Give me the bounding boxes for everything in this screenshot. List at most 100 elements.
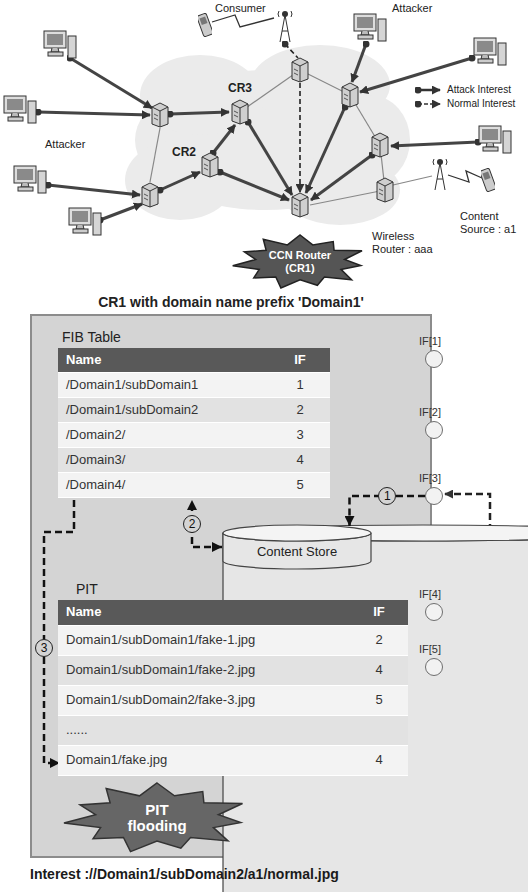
computer-icon (354, 14, 386, 41)
router-icon (377, 178, 393, 202)
callout-number: 1 (378, 487, 396, 505)
burst-shape (233, 235, 362, 288)
router-star: CCN Router (CR1) (231, 234, 369, 290)
interface-port: IF[1] (425, 350, 443, 368)
plain-link (393, 176, 432, 185)
node-text: IF[1] (419, 335, 441, 348)
attack-interest-link (70, 58, 152, 108)
node-text: IF[3] (419, 472, 441, 485)
device-label: Consumer (215, 2, 266, 15)
table-cell: 3 (270, 423, 330, 448)
attack-interest-link (213, 125, 235, 153)
table-cell: 5 (350, 686, 408, 716)
node-text: IF[4] (419, 588, 441, 601)
burst-shape (64, 783, 243, 852)
attack-interest-link (311, 155, 372, 200)
router-icon (342, 83, 358, 107)
table-cell: Domain1/subDomain1/fake-1.jpg (58, 626, 350, 656)
node-text: IF[5] (419, 643, 441, 656)
table-cell: /Domain2/ (58, 423, 270, 448)
content-store: Content Store (222, 524, 372, 570)
attack-interest-link (100, 204, 142, 220)
network-cloud (140, 55, 260, 135)
antenna-tower (433, 159, 447, 190)
table-cell: IF (350, 600, 408, 626)
interface-port: IF[3] (425, 487, 443, 505)
network-cloud (330, 95, 410, 185)
device-label: Attacker (392, 2, 432, 15)
table-cell: 4 (350, 656, 408, 686)
plain-link (150, 70, 432, 205)
legend-sample (415, 85, 443, 95)
plain-link (150, 128, 160, 182)
node-text: FIB Table (60, 329, 121, 345)
computer-icon (474, 38, 506, 65)
cylinder-top (223, 525, 528, 541)
table-cell: /Domain1/subDomain1 (58, 373, 270, 398)
node-text: PIT (60, 581, 98, 597)
network-cloud (125, 45, 410, 225)
cylinder-top (223, 525, 371, 541)
table-cell: Domain1/subDomain2/fake-3.jpg (58, 686, 350, 716)
node-text: PIT flooding (117, 802, 197, 835)
computer-icon (479, 126, 511, 153)
router-icon (292, 193, 308, 217)
table-cell: 4 (350, 746, 408, 776)
wireless-signal (212, 15, 482, 182)
device-label: Wireless Router : aaa (372, 230, 438, 255)
device-label: Content Source : a1 (460, 210, 524, 235)
mobile-device (197, 13, 214, 37)
callout-number: 2 (183, 515, 201, 533)
computer-icon (69, 208, 101, 235)
node-text: IF[2] (419, 406, 441, 419)
mobile-device (480, 168, 497, 192)
antenna-tower (278, 11, 292, 42)
table-cell: /Domain4/ (58, 473, 270, 498)
table-cell: Domain1/subDomain1/fake-2.jpg (58, 656, 350, 686)
router-icon (202, 153, 218, 177)
attack-interest-link (170, 112, 229, 114)
computer-icon (14, 166, 46, 193)
table-cell: 4 (270, 448, 330, 473)
attack-interest-link (160, 172, 200, 190)
attack-interest-link (391, 142, 478, 146)
normal-interest-link (299, 83, 301, 192)
network-cloud (125, 140, 235, 220)
interface-port: IF[4] (425, 603, 443, 621)
computer-icon (4, 14, 511, 235)
table-cell: 2 (270, 398, 330, 423)
wireless-signal (448, 171, 482, 182)
router-icon (142, 58, 393, 217)
router-icon (232, 100, 248, 124)
device-label: Attacker (45, 138, 85, 151)
computer-icon (4, 96, 36, 123)
legend-sample (415, 99, 443, 109)
table-cell: /Domain3/ (58, 448, 270, 473)
attack-interest-link (38, 44, 478, 220)
table-cell: 5 (270, 473, 330, 498)
legend-item: Attack Interest (415, 84, 511, 95)
node-text: CR1 with domain name prefix 'Domain1' (32, 294, 430, 310)
attack-interest-link (48, 185, 140, 195)
node-text: CCN Router (CR1) (262, 249, 338, 274)
router-icon (142, 183, 158, 207)
antenna-tower (278, 11, 447, 190)
router-icon (372, 133, 388, 157)
interface-port: IF[5] (425, 658, 443, 676)
legend-line (418, 88, 440, 91)
table-cell: ...... (58, 716, 408, 746)
interest-name: Interest ://Domain1/subDomain2/a1/normal… (30, 866, 339, 882)
interface-port: IF[2] (425, 421, 443, 439)
computer-icon (44, 31, 76, 58)
router-icon (292, 58, 308, 82)
attack-interest-link (220, 172, 289, 200)
attack-interest-link (352, 44, 366, 82)
wireless-signal (212, 15, 274, 27)
table-cell: IF (270, 348, 330, 373)
normal-interest-link (285, 44, 298, 58)
router-label: CR2 (172, 146, 196, 160)
legend-text: Attack Interest (447, 84, 511, 95)
attack-interest-link (38, 112, 150, 115)
table-cell: 1 (270, 373, 330, 398)
callout-number: 3 (35, 639, 53, 657)
